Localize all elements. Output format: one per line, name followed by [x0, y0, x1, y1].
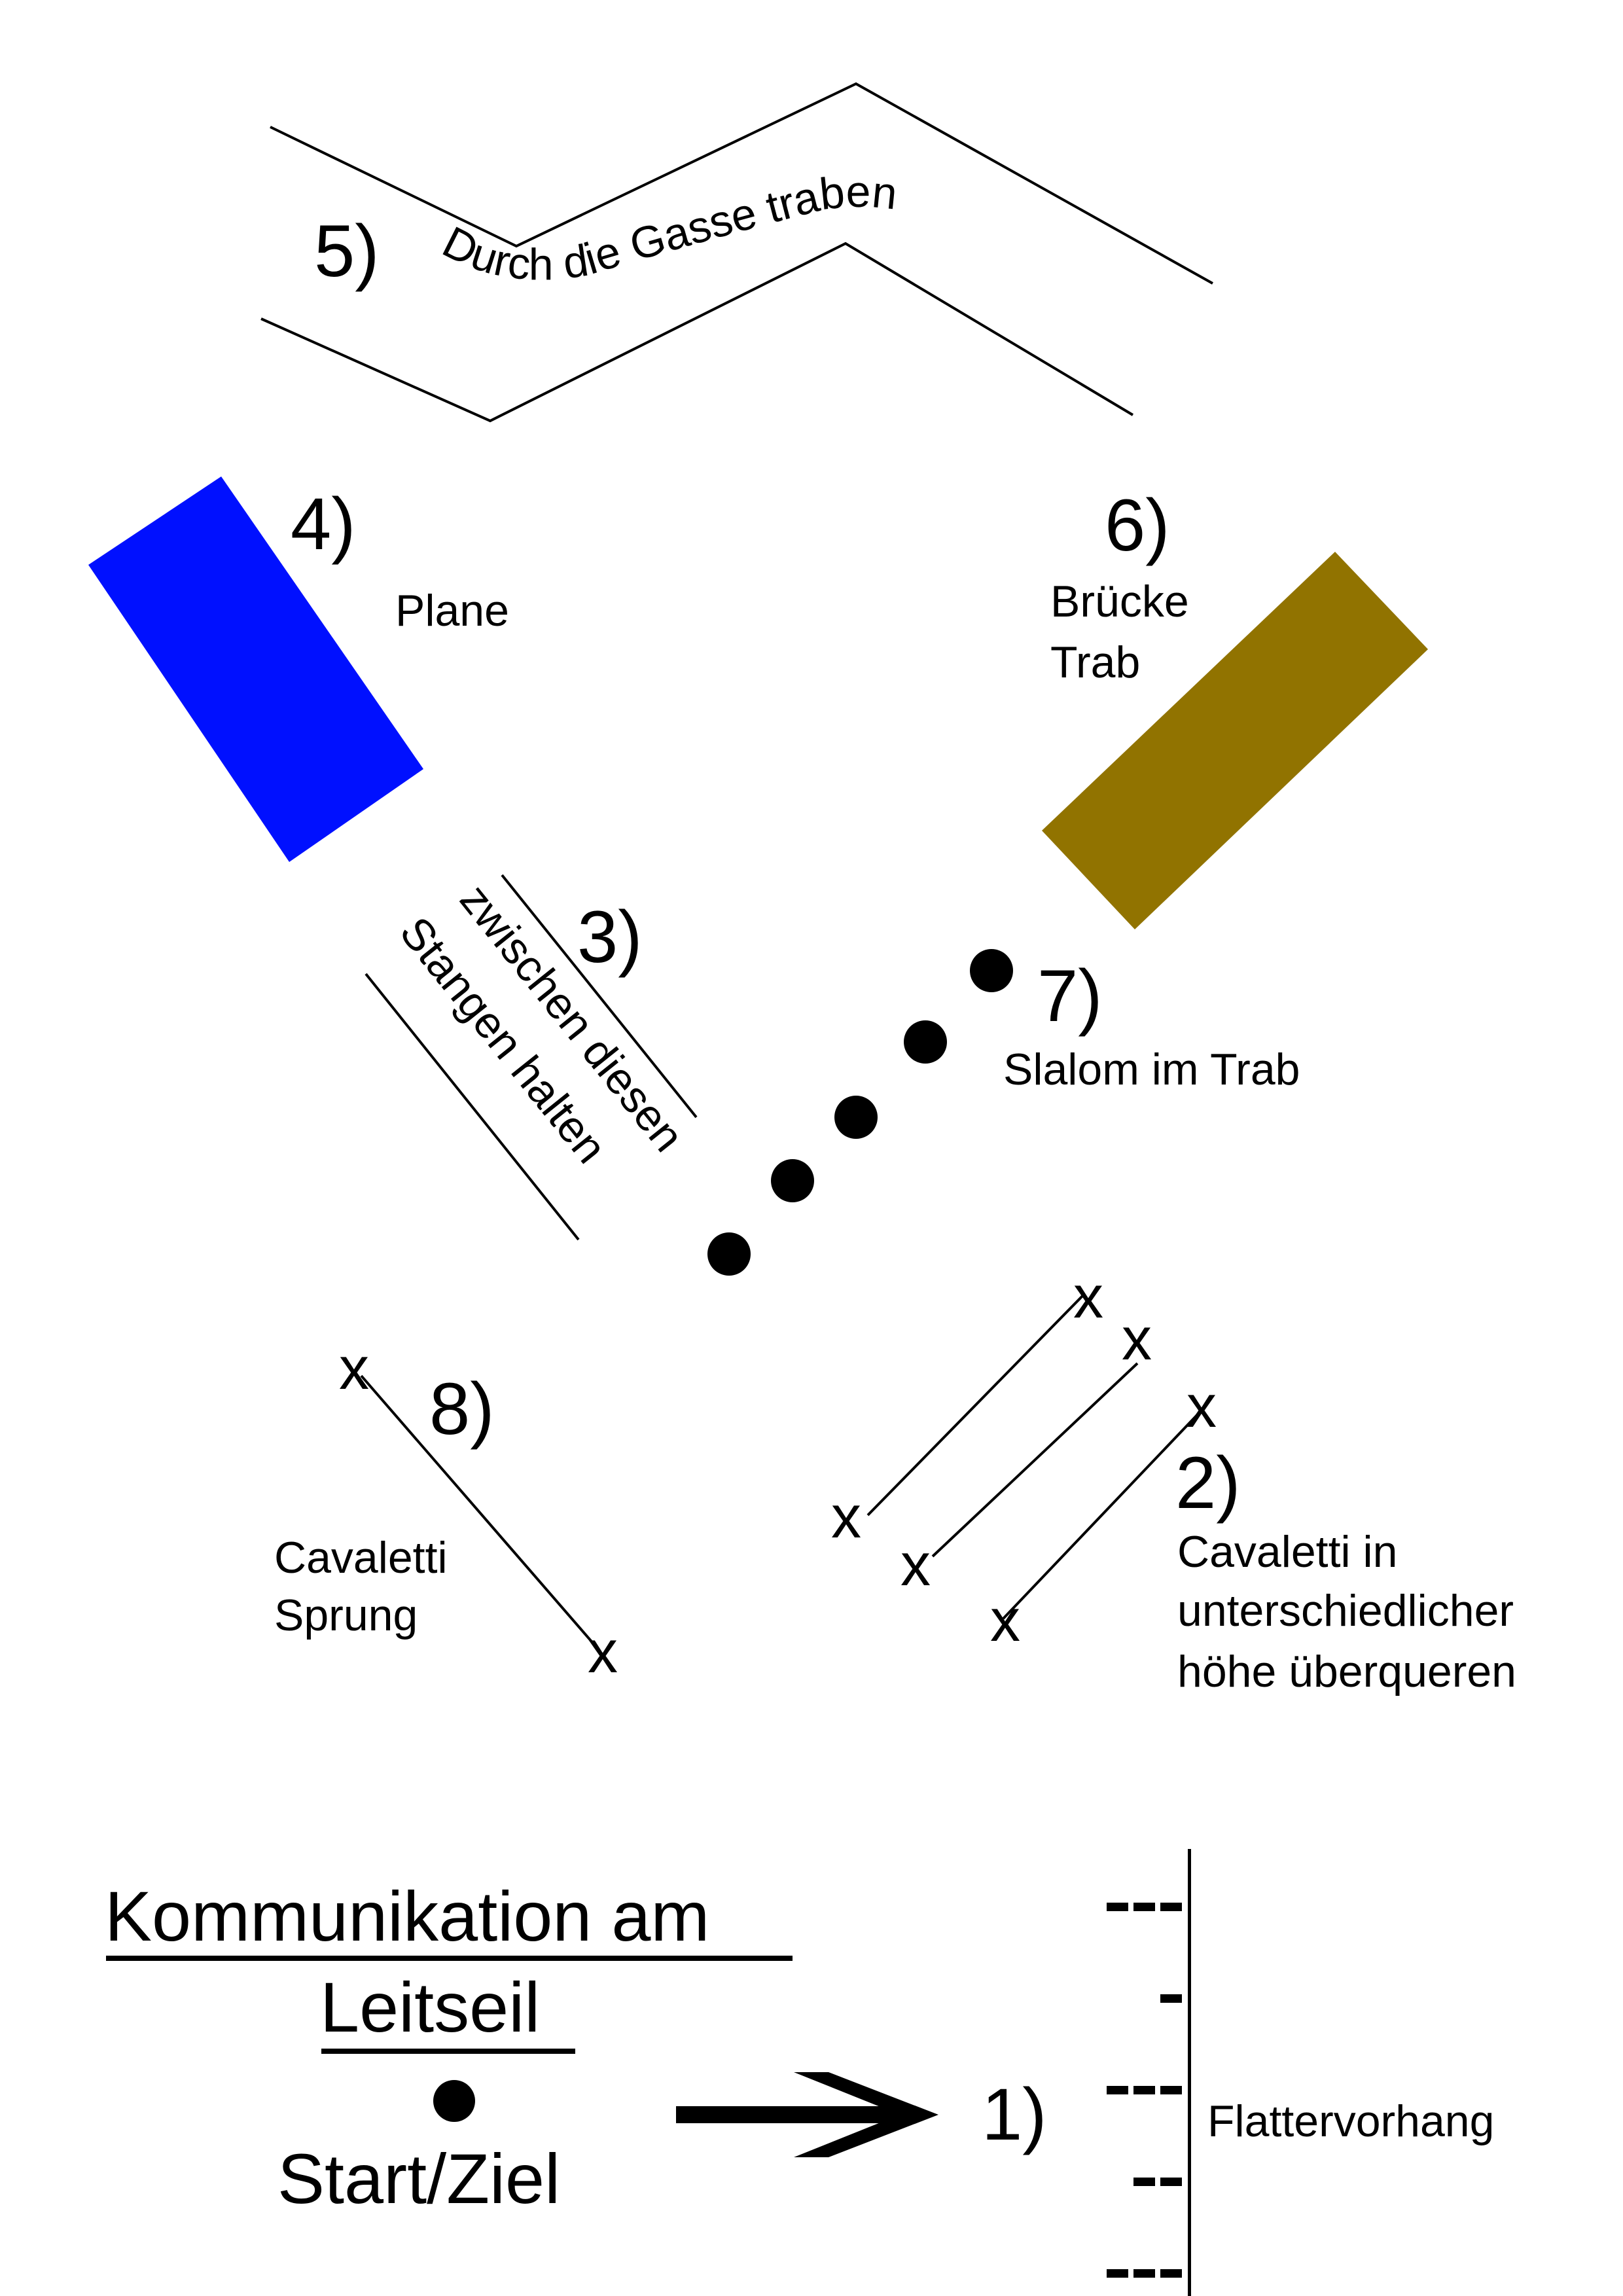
curtain-dashes: [1107, 1903, 1182, 2278]
station-6-bridge: 6) Brücke Trab: [1042, 484, 1428, 929]
cavaletti-pole-3: [1002, 1412, 1200, 1620]
bridge-board: [1042, 552, 1428, 929]
cavaletti-stand-mark: x: [901, 1532, 931, 1598]
curtain-bar: [1188, 1849, 1191, 2296]
title-underline-2: [321, 2049, 575, 2054]
direction-arrow: [676, 2072, 938, 2157]
curtain-strip: [1133, 2269, 1155, 2278]
start-point: [433, 2080, 475, 2122]
station-2-label-line-3: höhe überqueren: [1177, 1647, 1516, 1696]
cavaletti-stand-mark: x: [1186, 1373, 1217, 1440]
station-5-label-path: Durch die Gasse traben: [435, 167, 900, 290]
station-6-label-line-1: Brücke: [1050, 577, 1189, 626]
slalom-pole: [970, 949, 1013, 992]
lane-lower-line: [260, 242, 1134, 423]
curtain-strip: [1107, 2269, 1128, 2278]
slalom-pole: [904, 1020, 947, 1064]
jump-stand-mark: x: [588, 1619, 618, 1685]
cavaletti-stand-mark: x: [1073, 1264, 1103, 1331]
title-line-2: Leitseil: [320, 1967, 540, 2047]
station-4-plane: 4) Plane: [88, 476, 509, 862]
station-1-curtain: 1) Flattervorhang: [982, 1849, 1494, 2296]
station-1-number: 1): [982, 2073, 1047, 2155]
title-line-1: Kommunikation am: [105, 1876, 709, 1956]
station-6-number: 6): [1105, 484, 1170, 566]
station-3-number: 3): [577, 896, 643, 978]
arrow-shaft: [676, 2106, 902, 2123]
station-5-label: Durch die Gasse traben: [435, 167, 900, 290]
cavaletti-stand-mark: x: [990, 1587, 1020, 1654]
station-1-label: Flattervorhang: [1207, 2096, 1494, 2146]
station-7-slalom: 7) Slalom im Trab: [707, 949, 1300, 1276]
curtain-strip: [1133, 2178, 1155, 2186]
start-finish: Start/Ziel: [277, 2080, 560, 2218]
curtain-strip: [1107, 2086, 1128, 2094]
cavaletti-stand-mark: x: [831, 1484, 861, 1551]
cavaletti-pole-1: [866, 1293, 1086, 1516]
station-5-number: 5): [314, 210, 380, 292]
station-8-label-line-2: Sprung: [274, 1590, 418, 1640]
curtain-strip: [1160, 2178, 1182, 2186]
station-8-jump: x x 8) Cavaletti Sprung: [274, 1335, 618, 1685]
curtain-strip: [1160, 1903, 1182, 1911]
start-label: Start/Ziel: [277, 2139, 560, 2218]
station-4-number: 4): [291, 483, 356, 565]
station-4-label: Plane: [395, 586, 509, 636]
station-5-lane: 5) Durch die Gasse traben: [260, 82, 1213, 423]
lane-upper-line: [270, 82, 1213, 285]
title-underline-1: [106, 1956, 793, 1961]
jump-stand-mark: x: [339, 1335, 369, 1402]
curtain-strip: [1160, 1994, 1182, 2003]
pole-upper: [501, 874, 698, 1119]
slalom-pole: [771, 1159, 814, 1202]
curtain-strip: [1160, 2269, 1182, 2278]
diagram-title: Kommunikation am Leitseil: [105, 1876, 793, 2054]
station-3-poles: 3) zwischen diesen Stangen halten: [365, 874, 698, 1241]
arrow-head: [794, 2072, 938, 2157]
pole-lower: [365, 973, 580, 1241]
slalom-pole: [707, 1232, 751, 1276]
station-6-label-line-2: Trab: [1050, 637, 1140, 687]
station-8-number: 8): [429, 1368, 495, 1450]
station-2-label-line-2: unterschiedlicher: [1177, 1586, 1514, 1636]
plane-tarp: [88, 476, 423, 862]
curtain-strip: [1133, 1903, 1155, 1911]
station-7-number: 7): [1037, 955, 1103, 1037]
station-7-label: Slalom im Trab: [1003, 1045, 1300, 1094]
cavaletti-pole-2: [931, 1362, 1139, 1558]
slalom-pole: [834, 1096, 878, 1139]
station-2-cavaletti: x x x x x x 2) Cavaletti in unterschiedl…: [831, 1264, 1516, 1696]
station-2-label-line-1: Cavaletti in: [1177, 1527, 1397, 1577]
curtain-strip: [1133, 2086, 1155, 2094]
curtain-strip: [1107, 1903, 1128, 1911]
station-8-label-line-1: Cavaletti: [274, 1533, 448, 1583]
cavaletti-stand-mark: x: [1122, 1306, 1152, 1372]
jump-pole: [360, 1374, 597, 1647]
station-2-number: 2): [1175, 1442, 1241, 1524]
curtain-strip: [1160, 2086, 1182, 2094]
